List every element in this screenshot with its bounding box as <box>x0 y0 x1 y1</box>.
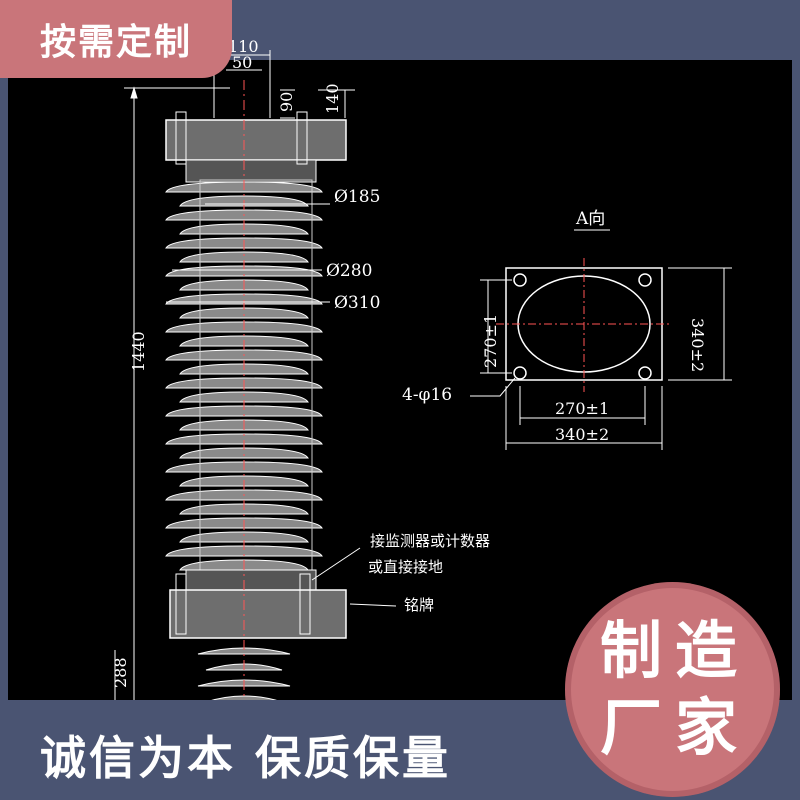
badge-char: 造 <box>675 614 738 687</box>
manufacturer-badge: 制 造 厂 家 <box>565 582 780 797</box>
base-shed <box>197 647 291 655</box>
diameter-310: Ø310 <box>334 293 380 313</box>
dim-top-90: 90 <box>277 92 296 112</box>
note-ground: 或直接接地 <box>368 558 443 576</box>
badge-char: 家 <box>675 691 738 764</box>
hole-spec: 4-φ16 <box>402 385 452 405</box>
diameter-280: Ø280 <box>326 261 372 281</box>
outer-dim-horizontal: 340±2 <box>555 425 609 444</box>
dim-bottom: 288 <box>111 657 130 688</box>
drawing-labels: 110 50 90 140 1440 288 Ø185 Ø280 Ø310 A向… <box>111 37 707 688</box>
mounting-hole <box>513 273 527 287</box>
slogan: 诚信为本 保质保量 <box>40 731 452 785</box>
diameter-185: Ø185 <box>334 187 380 207</box>
mounting-hole <box>513 366 527 380</box>
dim-top-140: 140 <box>323 83 342 114</box>
dim-total-height: 1440 <box>129 331 148 372</box>
insulator-shed <box>179 251 309 263</box>
badge-char: 厂 <box>600 691 663 764</box>
a-view-detail <box>470 229 732 450</box>
custom-order-tag: 按需定制 <box>0 0 232 78</box>
bottom-flange <box>169 589 347 639</box>
badge-char: 制 <box>600 614 663 687</box>
inner-dim-vertical: 270±1 <box>481 314 500 368</box>
custom-order-label: 按需定制 <box>39 22 192 63</box>
inner-dim-horizontal: 270±1 <box>555 399 609 418</box>
top-flange <box>165 119 347 161</box>
dim-top-50: 50 <box>232 53 252 72</box>
view-title: A向 <box>575 209 605 229</box>
mounting-hole <box>638 366 652 380</box>
insulator-shed <box>179 531 309 543</box>
insulator-shed <box>179 391 309 403</box>
dim-top-110: 110 <box>228 37 259 56</box>
outer-dim-vertical: 340±2 <box>688 318 707 372</box>
mounting-hole <box>638 273 652 287</box>
arrester-elevation <box>165 80 347 703</box>
dimension-lines <box>114 50 397 700</box>
note-monitor: 接监测器或计数器 <box>370 532 490 550</box>
note-nameplate: 铭牌 <box>404 596 434 614</box>
bottom-collar <box>185 569 317 593</box>
